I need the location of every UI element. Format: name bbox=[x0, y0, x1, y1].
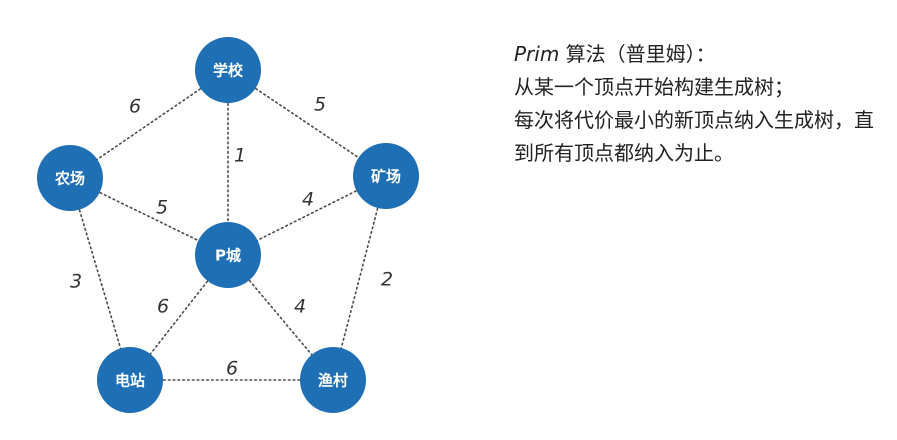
edge-weight-mine-fish: 2 bbox=[381, 269, 393, 291]
edge-weights-layer: 6 5 1 5 4 3 2 6 4 6 bbox=[70, 94, 393, 380]
node-farm: 农场 bbox=[37, 145, 103, 211]
title-italic: Prim bbox=[514, 42, 560, 66]
node-station: 电站 bbox=[97, 347, 163, 413]
description-line-2: 每次将代价最小的新顶点纳入生成树，直到所有顶点都纳入为止。 bbox=[514, 108, 874, 165]
edge-weight-school-farm: 6 bbox=[129, 96, 141, 118]
node-circle-city bbox=[195, 222, 261, 288]
node-label-school: 学校 bbox=[213, 62, 244, 80]
edge-mine-fish bbox=[332, 175, 387, 381]
node-label-station: 电站 bbox=[115, 372, 145, 390]
edge-weight-city-fish: 4 bbox=[294, 296, 306, 318]
node-circle-school bbox=[195, 37, 261, 103]
description-line-1: 从某一个顶点开始构建生成树； bbox=[514, 75, 794, 99]
algorithm-description: Prim 算法（普里姆）： 从某一个顶点开始构建生成树； 每次将代价最小的新顶点… bbox=[514, 38, 884, 170]
node-circle-mine bbox=[353, 143, 419, 209]
description-title: Prim 算法（普里姆）： bbox=[514, 38, 884, 71]
node-circle-farm bbox=[37, 145, 103, 211]
node-circle-fish bbox=[300, 347, 366, 413]
node-circle-station bbox=[97, 347, 163, 413]
title-rest: 算法（普里姆）： bbox=[559, 42, 716, 66]
edge-weight-school-mine: 5 bbox=[314, 94, 326, 116]
node-label-mine: 矿场 bbox=[371, 168, 401, 186]
node-mine: 矿场 bbox=[353, 143, 419, 209]
node-fish: 渔村 bbox=[300, 347, 366, 413]
node-label-fish: 渔村 bbox=[318, 372, 348, 390]
edge-weight-mine-city: 4 bbox=[302, 189, 314, 211]
node-label-city: P城 bbox=[215, 247, 241, 265]
edge-weight-farm-station: 3 bbox=[70, 271, 82, 293]
edge-weight-station-fish: 6 bbox=[226, 358, 238, 380]
node-school: 学校 bbox=[195, 37, 261, 103]
edge-farm-station bbox=[69, 177, 131, 381]
edge-weight-school-city: 1 bbox=[234, 145, 246, 167]
edge-weight-farm-city: 5 bbox=[156, 197, 168, 219]
edge-weight-city-station: 6 bbox=[157, 296, 169, 318]
node-city: P城 bbox=[195, 222, 261, 288]
node-label-farm: 农场 bbox=[54, 170, 85, 188]
